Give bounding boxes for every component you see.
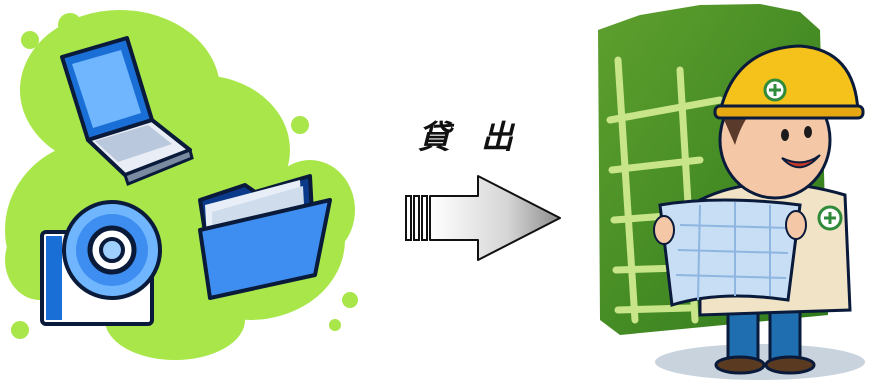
folder-icon [198,174,332,300]
construction-worker-illustration [598,4,865,380]
cd-disc-icon [40,200,162,326]
arrow-right-icon [405,175,561,261]
lend-label: 貸 出 [418,118,524,156]
laptop-icon [60,36,194,186]
